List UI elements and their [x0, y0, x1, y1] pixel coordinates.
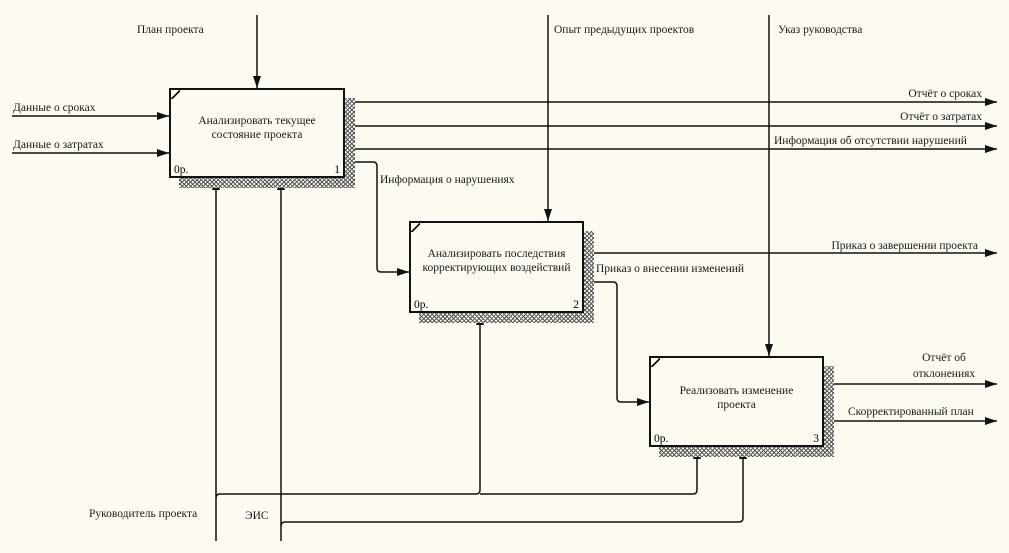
label-output-deviation-report: Отчёт об отклонениях: [912, 352, 976, 380]
label-input-cost: Данные о затратах: [13, 139, 104, 151]
label-output-change-order: Приказ о внесении изменений: [596, 263, 745, 275]
label-output-completion-order: Приказ о завершении проекта: [831, 240, 978, 252]
label-output-corrected-plan: Скорректированный план: [848, 406, 974, 418]
arrow-output-change-order: [584, 281, 649, 406]
corner-mark: [651, 358, 660, 367]
activity-box-1[interactable]: Анализировать текущее состояние проекта …: [169, 88, 345, 178]
activity-title: Анализировать последствия корректирующих…: [422, 248, 571, 274]
label-input-schedule: Данные о сроках: [13, 102, 96, 114]
corner-mark: [171, 90, 180, 99]
activity-cost: 0р.: [654, 433, 669, 445]
activity-title: Реализовать изменение проекта: [679, 385, 794, 411]
arrow-mechanism-manager-branch: [215, 313, 484, 499]
label-output-cost-report: Отчёт о затратах: [900, 111, 982, 123]
activity-box-3[interactable]: Реализовать изменение проекта 0р. 3: [649, 356, 824, 447]
activity-number: 3: [813, 433, 819, 445]
label-mechanism-eis: ЭИС: [245, 510, 269, 522]
activity-cost: 0р.: [174, 164, 189, 176]
activity-box-2[interactable]: Анализировать последствия корректирующих…: [409, 221, 584, 313]
label-mechanism-manager: Руководитель проекта: [89, 508, 198, 520]
activity-cost: 0р.: [414, 299, 429, 311]
label-output-no-violations: Информация об отсутствии нарушений: [774, 135, 967, 147]
activity-title: Анализировать текущее состояние проекта: [198, 115, 316, 141]
activity-number: 2: [573, 299, 579, 311]
label-control-directive: Указ руководства: [778, 24, 863, 36]
label-control-plan: План проекта: [137, 24, 204, 36]
label-output-violations: Информация о нарушениях: [380, 174, 515, 186]
arrow-output-violations: [345, 161, 409, 276]
corner-mark: [411, 223, 420, 232]
activity-number: 1: [334, 164, 340, 176]
arrow-mechanism-eis-box3: [280, 447, 747, 527]
label-control-experience: Опыт предыдущих проектов: [554, 24, 695, 36]
label-output-schedule-report: Отчёт о сроках: [908, 88, 982, 100]
arrow-mechanism-manager-box3: [480, 447, 701, 495]
